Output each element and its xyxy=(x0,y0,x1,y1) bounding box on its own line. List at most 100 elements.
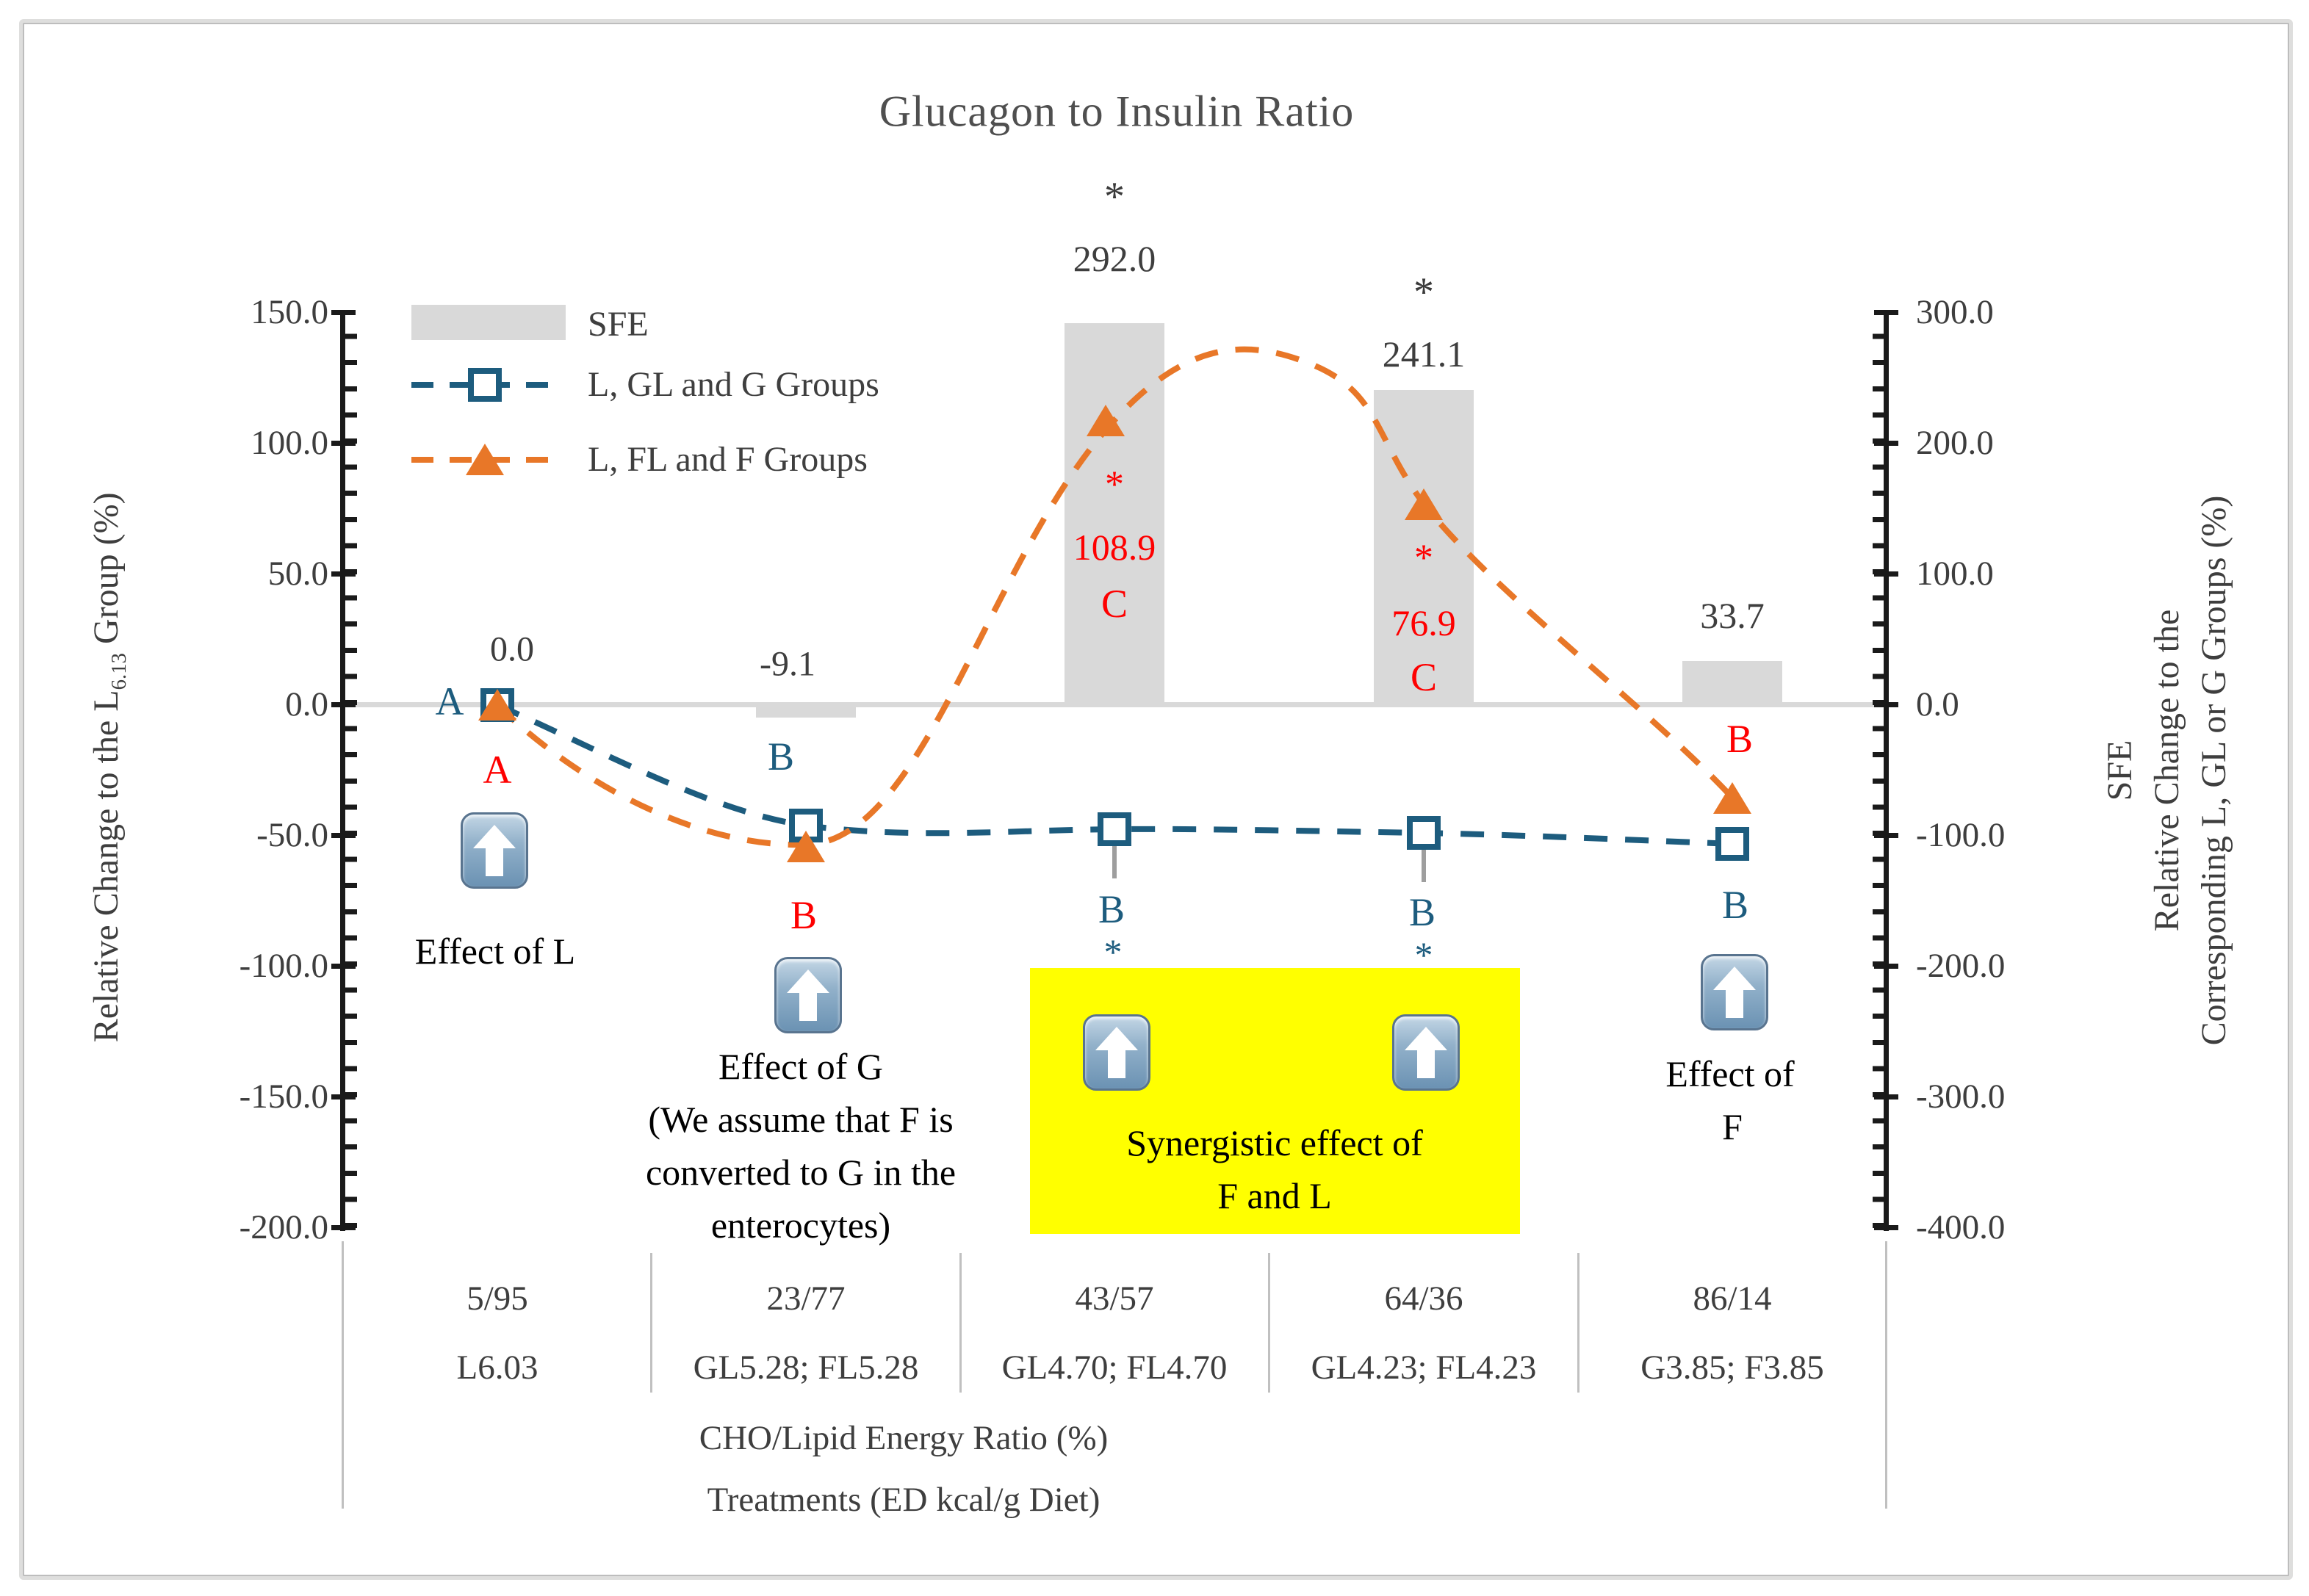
right-tick-300: 300.0 xyxy=(1916,293,1994,331)
red-letter-g5: B xyxy=(1726,717,1754,761)
x-axis-separator-4 xyxy=(1577,1253,1579,1393)
x-axis-separator-right xyxy=(1885,1241,1887,1509)
red-letter-g2: B xyxy=(790,893,818,937)
legend-blue-label: L, GL and G Groups xyxy=(588,365,879,404)
annotation-synergy-line2: F and L xyxy=(1217,1175,1332,1216)
red-star-g4: * xyxy=(1414,537,1433,579)
annotation-effect-of-f-line2: F xyxy=(1722,1106,1743,1147)
up-arrow-glyph xyxy=(787,969,829,1021)
value-label-g2: -9.1 xyxy=(760,644,815,684)
left-axis-minor-ticks xyxy=(345,313,357,1228)
x-axis-title-treatments: Treatments (ED kcal/g Diet) xyxy=(707,1481,1101,1519)
legend-sfe-label: SFE xyxy=(588,305,649,344)
right-tick-m100: -100.0 xyxy=(1916,816,2006,854)
right-tick-m200: -200.0 xyxy=(1916,947,2006,985)
x-axis-separator-3 xyxy=(1268,1253,1270,1393)
orange-marker-g1 xyxy=(478,689,516,721)
blue-marker-g4 xyxy=(1407,816,1441,850)
x-ratio-label-1: 5/95 xyxy=(467,1279,528,1318)
x-ratio-label-5: 86/14 xyxy=(1693,1279,1772,1318)
left-tick-m200: -200.0 xyxy=(239,1208,328,1246)
orange-value-g3: 108.9 xyxy=(1073,527,1156,568)
blue-star-g3: * xyxy=(1103,931,1123,972)
left-tick-100: 100.0 xyxy=(251,424,328,462)
annotation-synergy-line1: Synergistic effect of xyxy=(1126,1122,1423,1163)
right-tick-m400: -400.0 xyxy=(1916,1208,2006,1246)
blue-series-curve xyxy=(496,702,1733,847)
blue-star-g4: * xyxy=(1414,934,1433,975)
sfe-bar-3 xyxy=(1065,323,1164,705)
significance-star-bar4: * xyxy=(1413,270,1434,315)
right-axis-minor-ticks xyxy=(1873,313,1884,1228)
x-treatment-label-4: GL4.23; FL4.23 xyxy=(1311,1348,1537,1387)
blue-letter-g2: B xyxy=(767,734,795,779)
up-arrow-glyph xyxy=(1095,1027,1138,1078)
blue-letter-g5: B xyxy=(1721,883,1749,927)
left-tick-50: 50.0 xyxy=(267,555,328,593)
left-tick-0: 0.0 xyxy=(285,685,328,723)
red-star-g3: * xyxy=(1105,463,1124,506)
value-label-g5: 33.7 xyxy=(1700,595,1765,636)
value-label-g4: 241.1 xyxy=(1382,333,1466,375)
x-ratio-label-2: 23/77 xyxy=(766,1279,846,1318)
up-arrow-icon-g3 xyxy=(1083,1014,1150,1091)
annotation-effect-of-g-line4: enterocytes) xyxy=(710,1205,891,1246)
orange-series-curve xyxy=(495,346,1735,848)
orange-value-g4: 76.9 xyxy=(1391,602,1456,643)
chart-title: Glucagon to Insulin Ratio xyxy=(879,87,1355,136)
up-arrow-icon-g1 xyxy=(461,812,528,889)
x-treatment-label-3: GL4.70; FL4.70 xyxy=(1001,1348,1228,1387)
up-arrow-glyph xyxy=(1405,1027,1447,1078)
legend-orange-marker xyxy=(466,444,504,475)
x-axis-title-ratio: CHO/Lipid Energy Ratio (%) xyxy=(699,1419,1109,1457)
blue-letter-g4: B xyxy=(1408,890,1436,934)
value-label-g3: 292.0 xyxy=(1073,238,1156,279)
up-arrow-glyph xyxy=(473,825,516,876)
left-tick-m50: -50.0 xyxy=(256,816,328,854)
x-ratio-label-4: 64/36 xyxy=(1384,1279,1463,1318)
annotation-effect-of-g-line3: converted to G in the xyxy=(645,1152,957,1193)
up-arrow-icon-g4 xyxy=(1392,1014,1460,1091)
legend-sfe-swatch xyxy=(411,305,566,340)
x-ratio-label-3: 43/57 xyxy=(1075,1279,1154,1318)
blue-letter-g1: A xyxy=(435,679,464,723)
up-arrow-glyph xyxy=(1713,967,1756,1018)
legend-orange-label: L, FL and F Groups xyxy=(588,440,868,479)
x-axis-separator-left xyxy=(342,1241,344,1509)
orange-marker-g3 xyxy=(1087,405,1125,436)
x-treatment-label-1: L6.03 xyxy=(456,1348,538,1387)
red-letter-g1: A xyxy=(483,748,512,792)
orange-letter-g3: C xyxy=(1101,582,1128,626)
right-tick-0: 0.0 xyxy=(1916,685,1959,723)
up-arrow-icon-g5 xyxy=(1701,954,1768,1030)
sfe-bar-2 xyxy=(756,705,856,718)
blue-marker-g3 xyxy=(1098,812,1131,846)
orange-marker-g2 xyxy=(787,831,825,862)
annotation-effect-of-f-line1: Effect of xyxy=(1665,1053,1795,1094)
orange-marker-g5 xyxy=(1713,782,1751,814)
x-treatment-label-2: GL5.28; FL5.28 xyxy=(693,1348,919,1387)
significance-star-bar3: * xyxy=(1104,174,1125,220)
up-arrow-icon-g2 xyxy=(774,957,842,1033)
sfe-bar-4 xyxy=(1374,390,1474,705)
right-tick-100: 100.0 xyxy=(1916,555,1994,593)
right-tick-200: 200.0 xyxy=(1916,424,1994,462)
sfe-bar-5 xyxy=(1682,661,1782,705)
right-tick-m300: -300.0 xyxy=(1916,1077,2006,1116)
x-treatment-label-5: G3.85; F3.85 xyxy=(1640,1348,1824,1387)
blue-marker-g5 xyxy=(1715,827,1749,861)
orange-marker-g4 xyxy=(1405,488,1443,520)
left-tick-m150: -150.0 xyxy=(239,1077,328,1116)
left-tick-150: 150.0 xyxy=(251,293,328,331)
synergy-highlight-box xyxy=(1030,968,1520,1234)
orange-letter-g4: C xyxy=(1410,655,1438,699)
x-axis-separator-2 xyxy=(959,1253,962,1393)
value-label-g1: 0.0 xyxy=(490,629,534,669)
left-tick-m100: -100.0 xyxy=(239,947,328,985)
figure-border xyxy=(19,19,2293,1580)
legend-blue-marker xyxy=(468,368,502,402)
annotation-effect-of-g-line1: Effect of G xyxy=(718,1046,883,1087)
blue-letter-g3: B xyxy=(1098,887,1125,931)
